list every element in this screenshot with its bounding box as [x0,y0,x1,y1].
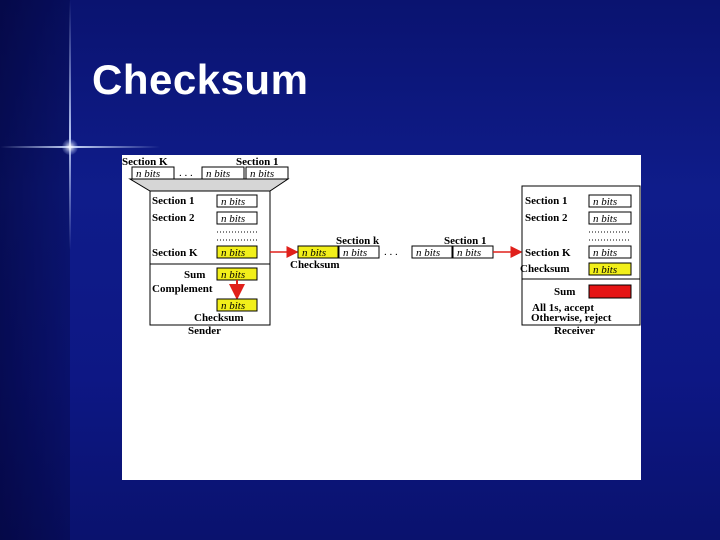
checksum-diagram: Section K Section 1 n bits . . . n bits … [122,155,641,480]
sender-top-block-label: n bits [206,168,230,180]
channel-label-section-1: Section 1 [444,235,486,247]
sparkle-vertical-decoration [69,0,71,250]
channel-label-section-k: Section k [336,235,380,247]
receiver-sum-block [588,284,632,299]
sender-funnel [128,178,290,192]
sender-checksum-block-label: n bits [221,300,245,312]
channel-block-label: n bits [457,247,481,259]
receiver-row-label-checksum: Checksum [520,263,570,275]
slide-left-band [0,0,70,540]
sender-sum-block-label: n bits [221,269,245,281]
receiver-row-block-label: n bits [593,213,617,225]
channel-block-label: n bits [343,247,367,259]
channel-ellipsis: . . . [384,246,398,258]
sender-top-block-label: n bits [136,168,160,180]
sender-complement-label: Complement [152,283,213,295]
receiver-row-label-section-2: Section 2 [525,212,568,224]
sender-checksum-block [216,298,258,312]
sender-row-label-section-k: Section K [152,247,198,259]
receiver-result-reject: Otherwise, reject [531,312,612,324]
sender-top-blocks: n bits . . . n bits n bits [131,166,289,180]
sender-row-block-label: n bits [221,196,245,208]
receiver-result-accept: All 1s, accept [532,302,594,314]
sender-row-block-label: n bits [221,213,245,225]
receiver-caption: Receiver [554,325,595,337]
channel-block-label: n bits [416,247,440,259]
sender-caption: Sender [188,325,221,337]
sparkle-star-icon [62,139,78,155]
receiver-row-block-label: n bits [593,264,617,276]
sender-row-block-label: n bits [221,247,245,259]
sender-top-block-label: n bits [250,168,274,180]
sender-checksum-label: Checksum [194,312,244,324]
channel-checksum-block [297,245,339,259]
channel-checksum-label: Checksum [290,259,340,271]
checksum-diagram-svg: Section K Section 1 n bits . . . n bits … [122,156,641,337]
sender-row-label-section-2: Section 2 [152,212,195,224]
channel-block-label: n bits [302,247,326,259]
sender-top-label-section-1: Section 1 [236,156,278,168]
sender-sum-label: Sum [184,269,205,281]
receiver-row-label-section-k: Section K [525,247,571,259]
receiver-row-block-label: n bits [593,196,617,208]
receiver-row-label-section-1: Section 1 [525,195,567,207]
slide-title: Checksum [92,56,309,103]
sender-row-label-section-1: Section 1 [152,195,194,207]
sparkle-horizontal-decoration [0,146,160,148]
receiver-row-block-label: n bits [593,247,617,259]
sender-top-label-section-k: Section K [122,156,168,168]
sender-top-ellipsis: . . . [179,167,193,179]
receiver-sum-label: Sum [554,286,575,298]
